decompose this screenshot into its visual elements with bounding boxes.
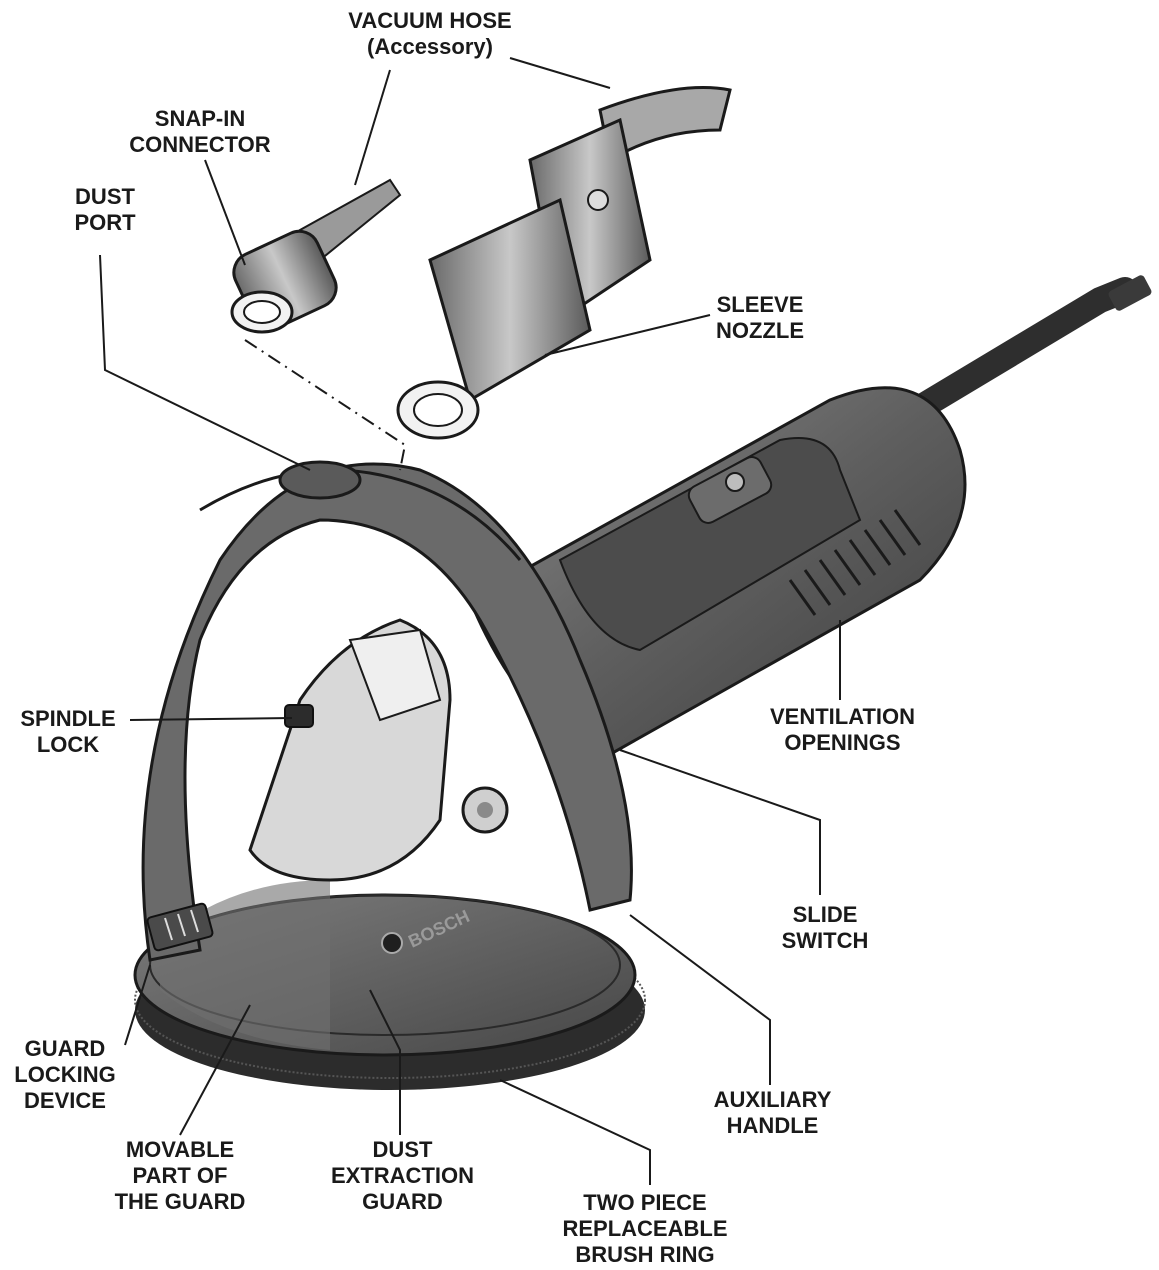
label-guard-locking-line3: DEVICE	[24, 1088, 106, 1113]
label-vacuum-hose-line1: VACUUM HOSE	[348, 8, 512, 33]
label-dust-port-line1: DUST	[75, 184, 135, 209]
sleeve-nozzle-icon	[396, 197, 592, 440]
label-sleeve-nozzle-line1: SLEEVE	[716, 292, 804, 317]
label-sleeve-nozzle-line2: NOZZLE	[716, 318, 804, 343]
label-dust-port: DUST PORT	[60, 184, 150, 236]
label-auxiliary-line2: HANDLE	[726, 1113, 819, 1138]
label-movable-line1: MOVABLE	[125, 1137, 235, 1162]
label-vacuum-hose-line2: (Accessory)	[367, 34, 493, 59]
snap-in-connector-icon	[230, 178, 402, 334]
label-slide-switch: SLIDE SWITCH	[770, 902, 880, 954]
label-guard-locking-line2: LOCKING	[14, 1062, 116, 1087]
label-ventilation-openings: VENTILATION OPENINGS	[755, 704, 930, 756]
label-spindle-lock-line1: SPINDLE	[20, 706, 116, 731]
label-movable-line3: THE GUARD	[114, 1189, 246, 1214]
label-snap-in-line1: SNAP-IN	[154, 106, 246, 131]
label-spindle-lock: SPINDLE LOCK	[8, 706, 128, 758]
guard-locking-device-icon	[146, 902, 214, 952]
label-vacuum-hose: VACUUM HOSE (Accessory)	[335, 8, 525, 60]
label-dust-extraction-line3: GUARD	[362, 1189, 443, 1214]
label-auxiliary-handle: AUXILIARY HANDLE	[700, 1087, 845, 1139]
label-guard-locking-device: GUARD LOCKING DEVICE	[5, 1036, 125, 1114]
slide-switch-icon	[687, 456, 773, 524]
label-dust-port-line2: PORT	[74, 210, 136, 235]
label-spindle-lock-line2: LOCK	[36, 732, 100, 757]
spindle-lock-icon	[284, 704, 314, 728]
label-dust-extraction-guard: DUST EXTRACTION GUARD	[315, 1137, 490, 1215]
label-snap-in-connector: SNAP-IN CONNECTOR	[115, 106, 285, 158]
label-slide-switch-line2: SWITCH	[781, 928, 869, 953]
gear-head	[248, 618, 509, 882]
label-ventilation-line2: OPENINGS	[784, 730, 901, 755]
dust-extraction-guard	[133, 880, 637, 1057]
label-ventilation-line1: VENTILATION	[769, 704, 916, 729]
label-slide-switch-line1: SLIDE	[792, 902, 858, 927]
label-dust-extraction-line1: DUST	[372, 1137, 433, 1162]
leader-lines	[99, 57, 841, 1185]
label-brush-ring-line3: BRUSH RING	[575, 1242, 715, 1267]
label-brush-ring: TWO PIECE REPLACEABLE BRUSH RING	[545, 1190, 745, 1268]
motor-housing	[468, 386, 967, 762]
label-snap-in-line2: CONNECTOR	[129, 132, 271, 157]
label-dust-extraction-line2: EXTRACTION	[331, 1163, 474, 1188]
label-sleeve-nozzle: SLEEVE NOZZLE	[705, 292, 815, 344]
guard-hood	[141, 462, 633, 962]
label-movable-part: MOVABLE PART OF THE GUARD	[100, 1137, 260, 1215]
label-brush-ring-line1: TWO PIECE	[583, 1190, 707, 1215]
dust-port-icon	[278, 460, 362, 500]
label-guard-locking-line1: GUARD	[24, 1036, 106, 1061]
label-movable-line2: PART OF	[132, 1163, 228, 1188]
label-brush-ring-line2: REPLACEABLE	[562, 1216, 728, 1241]
power-cord	[887, 275, 1152, 433]
label-auxiliary-line1: AUXILIARY	[713, 1087, 832, 1112]
ventilation-openings-icon	[788, 509, 922, 616]
